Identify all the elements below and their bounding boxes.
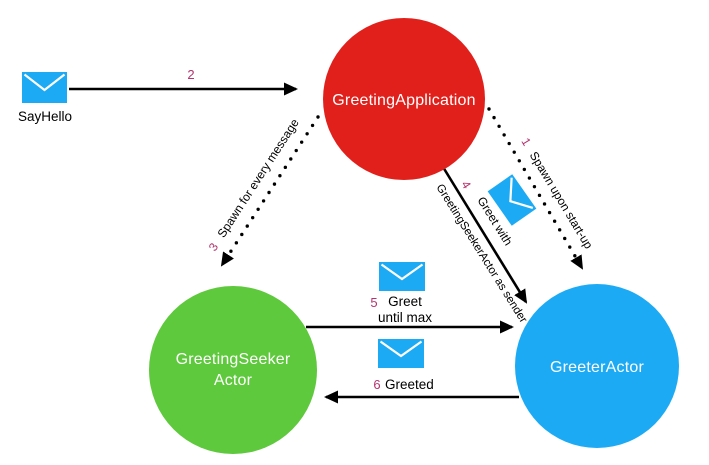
edge5-label-line1: Greet (388, 294, 422, 309)
edge6-envelope-icon (378, 339, 424, 368)
envelope-flap (509, 177, 534, 210)
sayhello-envelope-icon (22, 72, 67, 103)
envelope-flap (379, 340, 423, 358)
edge1-label: Spawn upon start-up (527, 149, 596, 251)
edge-greet-with-sender (441, 166, 528, 304)
node-greeting-application (323, 18, 485, 180)
edge-spawn-greetingseekeractor-dotted (220, 115, 320, 267)
edge3-label-group: 3 Spawn for every message (206, 116, 302, 254)
edge6-label: Greeted (385, 377, 434, 392)
node-greeting-seeker-actor-label-line1: GreetingSeeker (176, 351, 291, 368)
node-greeting-seeker-actor-label-line2: Actor (214, 372, 253, 389)
edge4-envelope-icon (487, 174, 537, 226)
edge5-label-line2: until max (378, 310, 432, 325)
edge1-label-group: 1 Spawn upon start-up (518, 135, 595, 251)
edge2-number: 2 (187, 67, 194, 82)
edge-spawn-greeteractor-dotted (487, 107, 584, 270)
node-greeter-actor (515, 284, 679, 448)
edge6-number: 6 (373, 377, 380, 392)
node-greeter-actor-label: GreeterActor (550, 359, 644, 376)
edge3-number: 3 (206, 240, 222, 253)
edge1-number: 1 (518, 135, 534, 148)
edge3-label: Spawn for every message (215, 116, 302, 240)
edge5-envelope-icon (379, 262, 425, 291)
envelope-flap (380, 263, 424, 281)
edge5-number: 5 (370, 295, 377, 310)
sayhello-label: SayHello (18, 109, 72, 124)
node-greeting-application-label: GreetingApplication (332, 92, 475, 109)
node-greeting-seeker-actor (149, 286, 317, 454)
envelope-body (487, 174, 537, 226)
envelope-flap (23, 73, 66, 92)
edge4-number: 4 (458, 178, 474, 191)
